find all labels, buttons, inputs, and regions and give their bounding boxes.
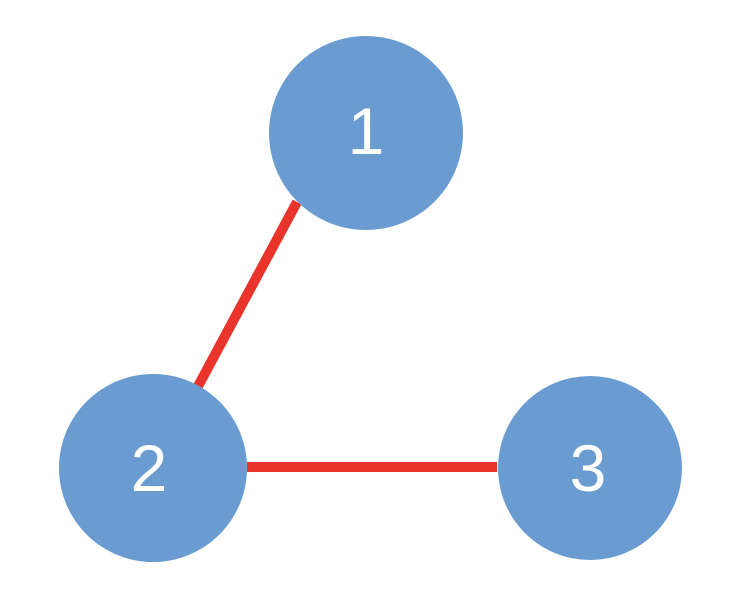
node-1-label: 1 xyxy=(348,94,385,168)
node-3-label: 3 xyxy=(570,431,607,505)
node-2-label: 2 xyxy=(131,431,168,505)
node-1-circle[interactable] xyxy=(269,36,463,230)
node-1[interactable]: 1 xyxy=(269,36,463,230)
node-3-circle[interactable] xyxy=(498,376,682,560)
node-layer: 1 2 3 xyxy=(59,36,682,562)
node-3[interactable]: 3 xyxy=(498,376,682,560)
node-2-circle[interactable] xyxy=(59,374,247,562)
edge-layer xyxy=(191,199,497,472)
edge-1-2[interactable] xyxy=(191,199,302,393)
node-2[interactable]: 2 xyxy=(59,374,247,562)
